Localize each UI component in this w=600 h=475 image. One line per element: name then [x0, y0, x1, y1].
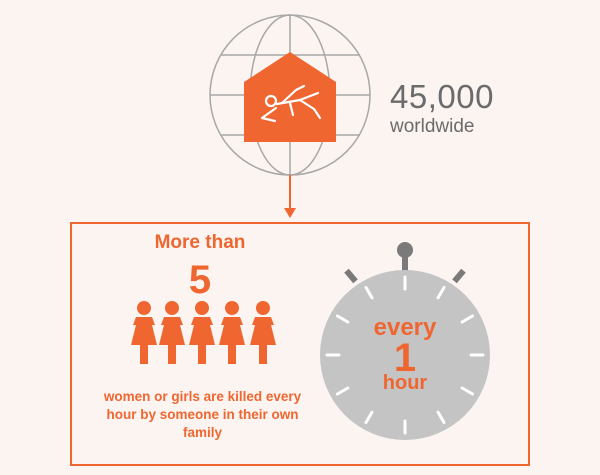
stat-value: 45,000	[390, 78, 494, 115]
clock-tick	[460, 314, 475, 324]
timer-number: 1	[393, 336, 417, 380]
stopwatch-icon	[320, 242, 490, 440]
clock-tick	[460, 386, 475, 396]
timer-every: every	[373, 314, 437, 341]
down-arrow-icon	[284, 175, 296, 218]
description-text: women or girls are killed every hour by …	[103, 389, 302, 440]
clock-tick	[436, 285, 446, 300]
info-panel	[70, 222, 530, 466]
woman-figure-icon	[189, 301, 215, 364]
clock-tick	[364, 285, 374, 300]
stat-caption: worldwide	[390, 116, 475, 137]
woman-figure-icon	[219, 301, 245, 364]
clock-tick	[335, 314, 350, 324]
clock-tick	[335, 386, 350, 396]
clock-tick	[436, 410, 446, 425]
body-outline-icon	[260, 84, 322, 123]
clock-tick	[364, 410, 374, 425]
timer-unit: hour	[382, 372, 428, 394]
woman-figure-icon	[131, 301, 157, 364]
count-value: 5	[188, 258, 212, 302]
woman-figure-icon	[159, 301, 185, 364]
woman-figure-icon	[250, 301, 276, 364]
more-than-label: More than	[154, 232, 246, 253]
